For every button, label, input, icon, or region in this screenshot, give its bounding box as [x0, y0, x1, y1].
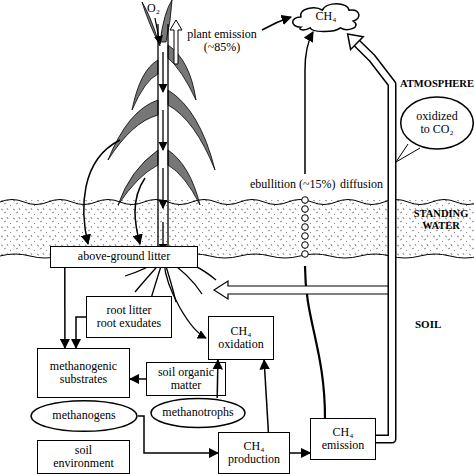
outline-path — [31, 401, 137, 432]
process-box: root litter root exudates — [86, 296, 172, 338]
node-text: CH₄ — [316, 10, 337, 23]
arrow-line — [264, 360, 268, 432]
hollow-flow-arrow — [348, 34, 392, 439]
text-label: STANDING WATER — [408, 208, 474, 231]
arrow-line — [290, 452, 310, 454]
text-label: diffusion — [340, 178, 383, 191]
ebullition-arrow — [305, 32, 313, 174]
text-label: O₂ — [147, 2, 160, 15]
emission-leader-arrow — [262, 17, 291, 30]
gas-cloud: CH₄ — [290, 0, 362, 34]
node-text: CH₄ oxidation — [215, 325, 267, 351]
text-label: SOIL — [415, 318, 441, 330]
ebullition-bubbles — [302, 197, 309, 258]
arrow-outline — [357, 43, 392, 439]
process-box: CH₄ oxidation — [208, 316, 274, 360]
plant-emission-arrow — [170, 20, 182, 64]
process-box: CH₄ production — [218, 432, 290, 474]
oxygen-transport-arrows — [155, 18, 206, 338]
litter-fall-arrows — [84, 140, 145, 244]
text-label: plant emission (~85%) — [182, 28, 262, 54]
process-box: methanogenic substrates — [37, 348, 130, 398]
text-label: ATMOSPHERE — [400, 78, 474, 90]
process-box: soil environment — [37, 440, 130, 474]
node-text: CH₄ emission — [317, 426, 369, 452]
arrow-line — [138, 416, 218, 453]
arrow-line — [76, 317, 86, 348]
plant-stem — [158, 24, 168, 262]
flow-arrow — [76, 317, 86, 348]
node-text: methanogenic substrates — [41, 360, 127, 386]
node-text: soil environment — [51, 444, 117, 470]
flow-arrow — [138, 416, 218, 453]
node-text: soil organic matter — [149, 366, 223, 392]
arrow-line — [130, 378, 146, 380]
node-text: above-ground litter — [78, 250, 170, 263]
node-text: methanogens — [52, 409, 115, 422]
flow-arrow — [264, 360, 268, 432]
flow-arrow — [64, 268, 65, 348]
arrow-fill — [357, 43, 392, 439]
arrow-head — [348, 34, 364, 50]
outline-path — [401, 97, 474, 149]
process-box: soil organic matter — [146, 362, 226, 396]
flow-arrow — [217, 360, 219, 398]
node-text: oxidized to CO₂ — [412, 110, 462, 136]
process-box: CH₄ emission — [310, 418, 376, 460]
outline-path — [293, 4, 359, 32]
water-surface — [0, 200, 474, 205]
speech-bubble: oxidized to CO₂ — [400, 96, 474, 150]
root-uptake-arrow — [214, 281, 388, 299]
text-label: ebullition (~15%) — [250, 178, 335, 191]
arrow-line — [216, 360, 218, 398]
node-text: methanotrophs — [162, 406, 233, 419]
node-text: root litter root exudates — [96, 304, 162, 330]
organism-ellipse: methanogens — [30, 400, 138, 432]
outline-path — [151, 399, 245, 428]
flow-arrow — [290, 452, 310, 453]
process-box: above-ground litter — [50, 246, 198, 268]
flow-arrow — [130, 379, 146, 380]
bubble-tail — [396, 144, 420, 162]
organism-ellipse: methanotrophs — [150, 398, 246, 428]
node-text: CH₄ production — [224, 440, 284, 466]
arrow-line — [64, 268, 66, 348]
